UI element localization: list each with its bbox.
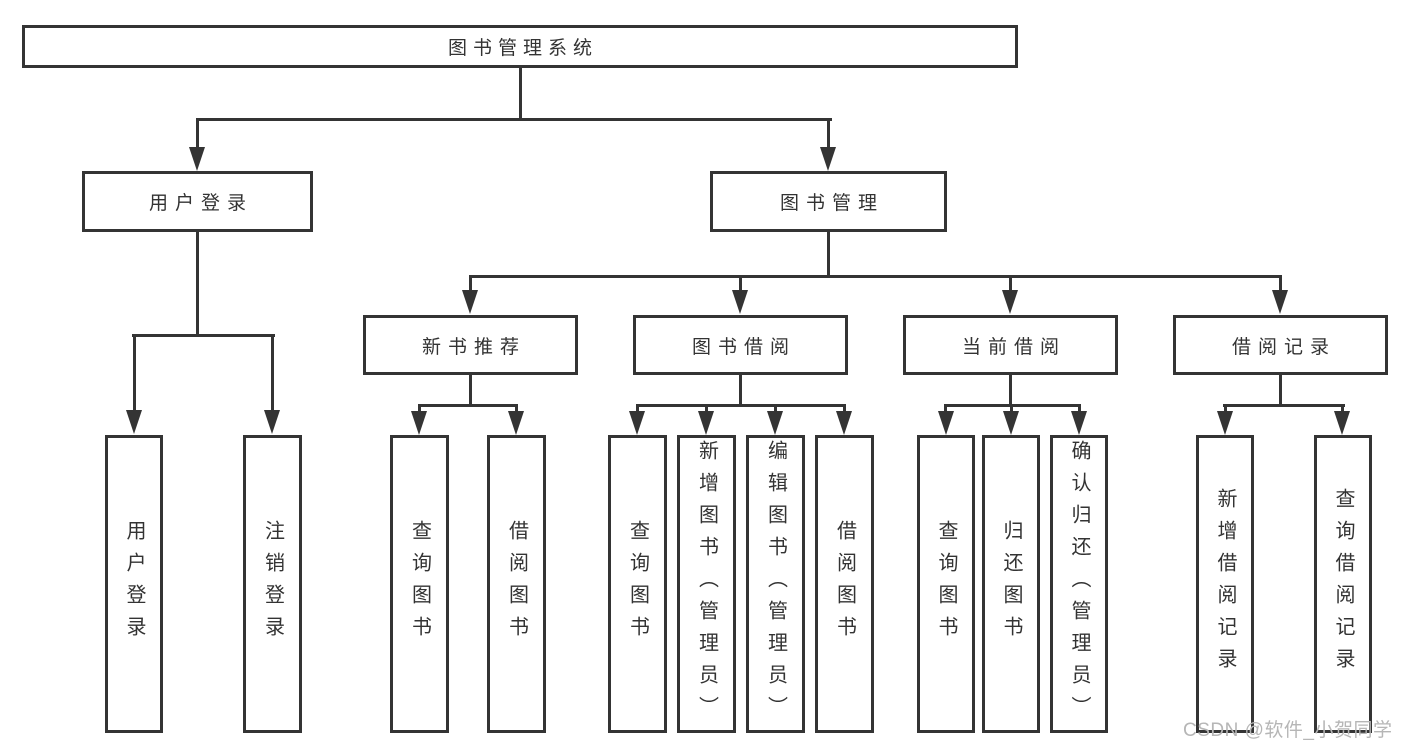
arrow-down-icon [629,411,645,435]
arrow-down-icon [189,147,205,171]
connector-line [196,231,199,336]
leaf-label: 借阅图书 [505,520,528,648]
connector-line [1009,277,1012,291]
arrow-down-icon [508,411,524,435]
connector-line [827,120,830,148]
connector-line [418,404,518,407]
leaf-label: 注销登录 [261,520,284,648]
node-label: 图书借阅 [691,336,796,358]
connector-line [418,406,421,412]
node-label: 图书管理系统 [447,38,598,59]
connector-line [196,118,832,121]
leaf-newrec-borrow-book: 借阅图书 [487,435,546,733]
leaf-label: 查询图书 [935,520,957,648]
connector-line [515,406,518,412]
connector-line [739,277,742,291]
connector-line [1224,406,1227,412]
connector-line [944,406,947,412]
node-label: 新书推荐 [421,336,526,358]
leaf-label: 归还图书 [1000,520,1022,648]
arrow-down-icon [732,290,748,314]
node-user-login: 用户登录 [82,171,313,232]
arrow-down-icon [820,147,836,171]
leaf-logout-login: 注销登录 [243,435,302,733]
leaf-label: 确认归还（管理员） [1068,440,1090,728]
node-current-borrow: 当前借阅 [903,315,1118,375]
arrow-down-icon [767,411,783,435]
leaf-borrow-add-book-admin: 新增图书（管理员） [677,435,736,733]
connector-line [944,404,1081,407]
arrow-down-icon [1272,290,1288,314]
node-new-book-recommend: 新书推荐 [363,315,578,375]
leaf-borrow-borrow-book: 借阅图书 [815,435,874,733]
csdn-watermark: CSDN @软件_小贺同学 [1183,720,1393,741]
leaf-label: 查询借阅记录 [1332,488,1354,680]
leaf-records-add-record: 新增借阅记录 [1196,435,1254,733]
arrow-down-icon [1003,411,1019,435]
arrow-down-icon [938,411,954,435]
leaf-label: 用户登录 [123,520,145,648]
connector-line [132,334,275,337]
node-book-management: 图书管理 [710,171,947,232]
node-borrow-records: 借阅记录 [1173,315,1388,375]
connector-line [636,406,639,412]
connector-line [271,336,274,410]
connector-line [1223,404,1345,407]
connector-line [1009,375,1012,406]
connector-line [705,406,708,412]
connector-line [469,277,472,291]
node-label: 当前借阅 [961,336,1066,358]
connector-line [1279,375,1282,406]
leaf-borrow-query-book: 查询图书 [608,435,667,733]
connector-line [1341,406,1344,412]
leaf-label: 编辑图书（管理员） [764,440,787,728]
connector-line [519,68,522,119]
leaf-label: 查询图书 [626,520,649,648]
leaf-records-query-record: 查询借阅记录 [1314,435,1372,733]
connector-line [843,406,846,412]
leaf-current-confirm-return-admin: 确认归还（管理员） [1050,435,1108,733]
node-label: 图书管理 [779,193,884,214]
arrow-down-icon [836,411,852,435]
leaf-current-query-book: 查询图书 [917,435,975,733]
leaf-current-return-book: 归还图书 [982,435,1040,733]
connector-line [739,375,742,406]
arrow-down-icon [411,411,427,435]
node-book-borrow: 图书借阅 [633,315,848,375]
leaf-label: 借阅图书 [833,520,856,648]
connector-line [469,375,472,406]
leaf-label: 新增图书（管理员） [695,440,718,728]
connector-line [469,275,1282,278]
leaf-label: 新增借阅记录 [1214,488,1236,680]
leaf-user-login: 用户登录 [105,435,163,733]
connector-line [133,336,136,410]
arrow-down-icon [1217,411,1233,435]
connector-line [636,404,846,407]
connector-line [827,231,830,277]
arrow-down-icon [126,410,142,434]
connector-line [1010,406,1013,412]
node-label: 借阅记录 [1231,336,1336,358]
connector-line [1078,406,1081,412]
node-library-management-system: 图书管理系统 [22,25,1018,68]
arrow-down-icon [462,290,478,314]
arrow-down-icon [698,411,714,435]
arrow-down-icon [264,410,280,434]
arrow-down-icon [1071,411,1087,435]
connector-line [1279,277,1282,291]
connector-line [774,406,777,412]
arrow-down-icon [1002,290,1018,314]
leaf-borrow-edit-book-admin: 编辑图书（管理员） [746,435,805,733]
arrow-down-icon [1334,411,1350,435]
connector-line [196,120,199,148]
leaf-newrec-query-book: 查询图书 [390,435,449,733]
node-label: 用户登录 [148,193,253,214]
leaf-label: 查询图书 [408,520,431,648]
